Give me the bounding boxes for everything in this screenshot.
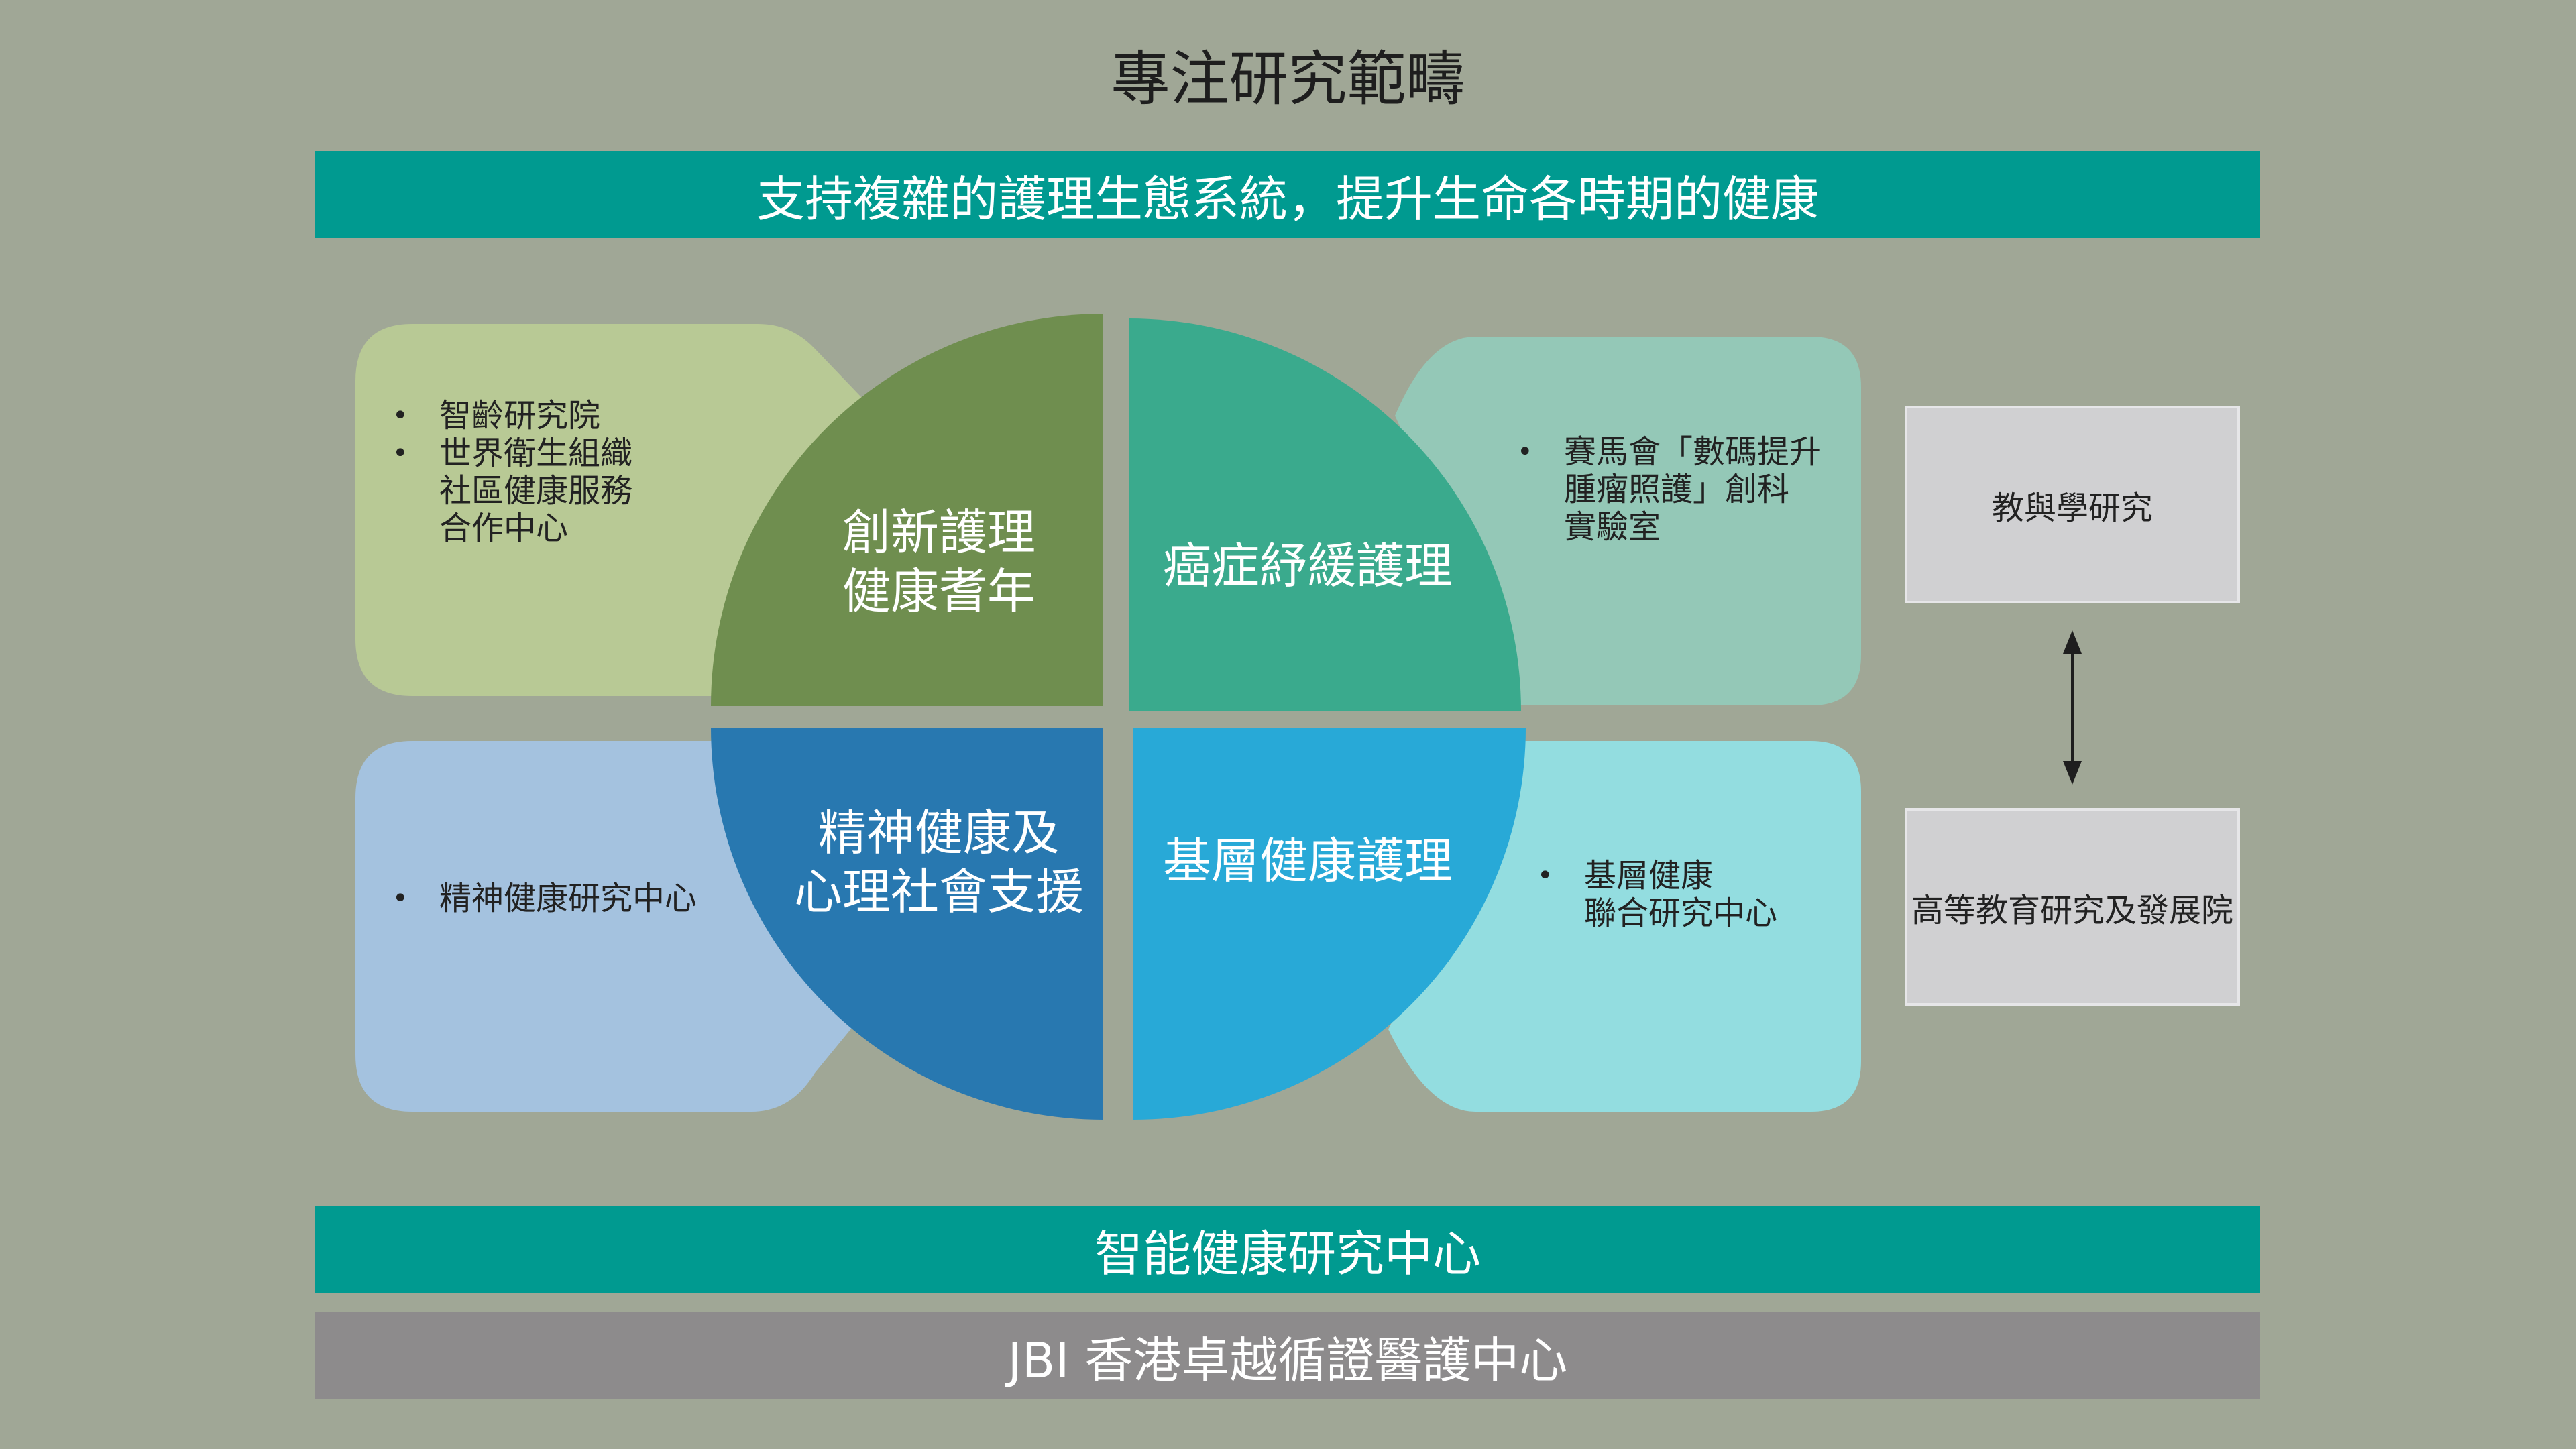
banner-jbi-text: JBI 香港卓越循證醫護中心 — [1007, 1332, 1568, 1389]
list-item: 賽馬會「數碼提升 腫瘤照護」創科 實驗室 — [1517, 433, 1866, 546]
quadrant-bottom-left — [711, 728, 1103, 1120]
banner-jbi: JBI 香港卓越循證醫護中心 — [315, 1312, 2260, 1399]
side-box-higher-education: 高等教育研究及發展院 — [1905, 808, 2240, 1006]
quadrant-top-right — [1129, 318, 1521, 711]
list-item: 智齡研究院 — [392, 397, 795, 434]
banner-top-text: 支持複雜的護理生態系統，提升生命各時期的健康 — [756, 170, 1819, 227]
list-item: 精神健康研究中心 — [392, 880, 862, 917]
quadrant-label-innovative-care: 創新護理 健康耆年 — [842, 504, 1035, 620]
quadrant-bottom-right — [1133, 728, 1526, 1120]
banner-smart-health-text: 智能健康研究中心 — [1094, 1225, 1481, 1282]
list-item: 世界衛生組織 社區健康服務 合作中心 — [392, 434, 795, 547]
banner-top: 支持複雜的護理生態系統，提升生命各時期的健康 — [315, 151, 2260, 238]
quadrant-top-left — [711, 314, 1103, 706]
card-bottom-left: 精神健康研究中心 — [392, 880, 862, 917]
side-box-teaching-research: 教與學研究 — [1905, 406, 2240, 603]
quadrant-label-mental-health: 精神健康及 心理社會支援 — [793, 805, 1084, 920]
banner-smart-health: 智能健康研究中心 — [315, 1206, 2260, 1293]
card-bottom-right: 基層健康 聯合研究中心 — [1537, 857, 1872, 932]
list-item: 基層健康 聯合研究中心 — [1537, 857, 1872, 932]
card-top-right: 賽馬會「數碼提升 腫瘤照護」創科 實驗室 — [1517, 433, 1866, 546]
double-arrow-icon — [2063, 630, 2082, 785]
quadrant-label-palliative-care: 癌症紓緩護理 — [1162, 538, 1453, 594]
page-title: 專注研究範疇 — [1111, 44, 1465, 113]
quadrant-label-primary-care: 基層健康護理 — [1162, 833, 1453, 889]
card-top-left: 智齡研究院 世界衛生組織 社區健康服務 合作中心 — [392, 397, 795, 547]
